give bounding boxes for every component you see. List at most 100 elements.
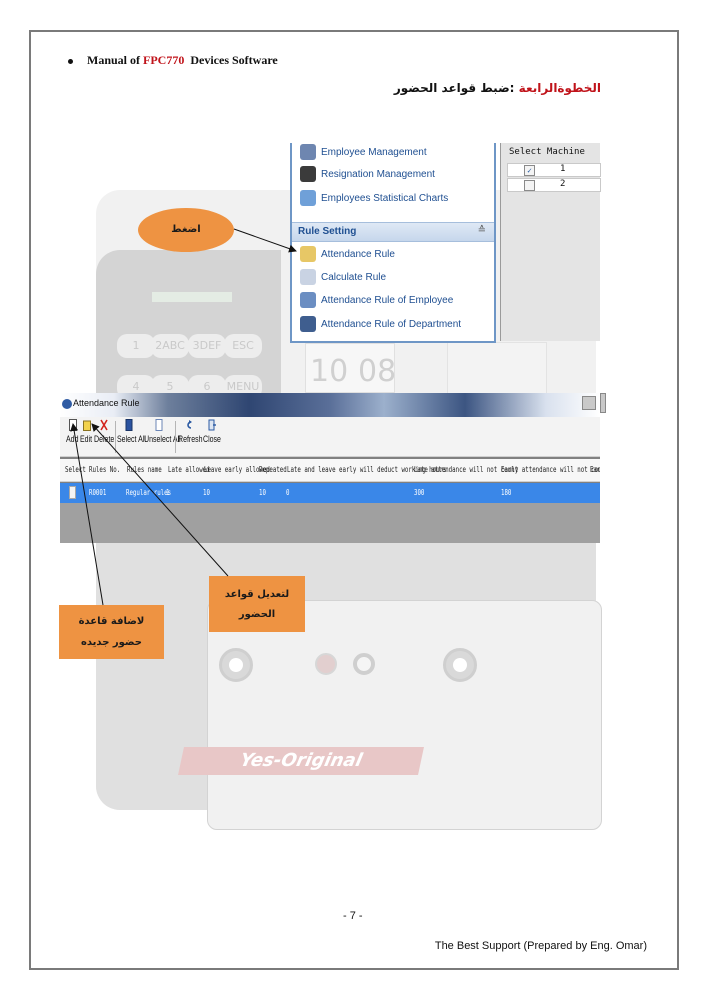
menu-item-calculate-rule[interactable]: Calculate Rule [300, 268, 386, 288]
unselect-all-button[interactable]: Unselect All [144, 419, 181, 455]
device-key: 3DEF [188, 334, 226, 358]
machine-grid: Select Machine ✓ 1 2 [500, 143, 601, 341]
select-all-icon [125, 419, 133, 431]
header-suffix: Devices Software [190, 53, 278, 67]
device-key: 1 [117, 334, 155, 358]
page-number: - 7 - [343, 910, 363, 922]
add-callout-line2: حضور جديده [81, 637, 142, 648]
column-header[interactable]: Rules name [127, 465, 162, 474]
machine-number: 2 [560, 179, 566, 189]
row-checkbox[interactable] [524, 180, 535, 191]
device-sensor-red [315, 653, 337, 675]
column-header[interactable]: Rules No. [89, 465, 121, 474]
step-title: الخطوةالرابعة :ضبط قواعد الحضور [394, 81, 601, 95]
device-screen [152, 292, 232, 302]
repeated-value: 10 [259, 488, 266, 497]
column-header[interactable]: Early attendance will not count [501, 465, 600, 474]
deduct-flag: 0 [286, 488, 290, 497]
header-brand: FPC770 [143, 53, 185, 67]
device-screw-right [443, 648, 477, 682]
calculate-icon [300, 269, 316, 286]
unselect-all-icon [155, 419, 163, 431]
window-titlebar: Attendance Rule [60, 393, 600, 417]
select-all-button[interactable]: Select All [117, 419, 146, 455]
machine-grid-header: Select Machine [509, 147, 585, 157]
menu-item-attendance-rule-employee[interactable]: Attendance Rule of Employee [300, 291, 453, 311]
rule-name: Regular rules [126, 488, 172, 497]
rule-number: R0001 [89, 488, 107, 497]
clock-minutes: 08 [358, 354, 397, 389]
rules-grid-header: Select Rules No. Rules name Late allowed… [60, 459, 600, 482]
manual-header: Manual of FPC770 Devices Software [68, 53, 278, 68]
device-key: ESC [224, 334, 262, 358]
grid-empty-area [60, 503, 600, 543]
rule-setting-section-header[interactable]: Rule Setting ≙ [292, 222, 494, 242]
exit-door-icon [208, 419, 216, 431]
column-header[interactable]: Repeated [259, 465, 287, 474]
device-clock: 10 08 [305, 343, 397, 393]
device-brand-plate: Yes-Original [178, 747, 424, 775]
close-button[interactable]: Close [203, 419, 221, 455]
delete-x-icon [100, 419, 108, 431]
person-icon [300, 166, 316, 183]
bullet-icon [68, 58, 73, 64]
clock-hours: 10 [310, 354, 349, 389]
menu-item-resignation-management[interactable]: Resignation Management [300, 165, 435, 185]
minimize-button[interactable] [582, 396, 596, 410]
edit-button[interactable]: Edit [80, 419, 94, 455]
edit-rules-callout: لتعديل قواعد الحضور [209, 576, 305, 632]
refresh-button[interactable]: Refresh [178, 419, 203, 455]
window-title: Attendance Rule [73, 398, 140, 408]
column-header[interactable]: Late attendance will not count [414, 465, 519, 474]
column-header[interactable]: Select [65, 465, 86, 474]
add-callout-line1: لاضافة قاعدة [78, 616, 145, 627]
menu-item-attendance-rule-department[interactable]: Attendance Rule of Department [300, 315, 461, 335]
late-allowed: 1 [166, 488, 170, 497]
menu-item-attendance-rule[interactable]: Attendance Rule [300, 245, 395, 265]
window-toolbar: Add Edit Delete Select All Unselect All … [60, 417, 600, 457]
monitor-icon [300, 292, 316, 309]
row-checkbox[interactable]: ✓ [524, 165, 535, 176]
device-sensor [353, 653, 375, 675]
chart-icon [300, 190, 316, 207]
column-header[interactable]: Ear [590, 465, 600, 474]
collapse-chevron-icon[interactable]: ≙ [477, 225, 486, 236]
late-not-count: 300 [414, 488, 425, 497]
column-header[interactable]: Leave early allowed [204, 465, 270, 474]
attendance-rule-window: Attendance Rule Add Edit Delete Select A… [60, 393, 600, 543]
menu-item-statistical-charts[interactable]: Employees Statistical Charts [300, 189, 448, 209]
leave-early-allowed: 10 [203, 488, 210, 497]
employees-icon [300, 144, 316, 161]
add-rule-callout: لاضافة قاعدة حضور جديده [59, 605, 164, 659]
press-callout: اضغط [138, 208, 234, 252]
device-screw-left [219, 648, 253, 682]
refresh-icon [187, 420, 192, 429]
delete-button[interactable]: Delete [94, 419, 114, 455]
app-icon [62, 399, 72, 409]
department-icon [300, 316, 316, 333]
new-document-icon [69, 419, 77, 431]
rule-setting-label: Rule Setting [298, 226, 357, 237]
table-row[interactable]: R0001 Regular rules 1 10 10 0 300 180 [60, 483, 600, 503]
step-label: الخطوةالرابعة [518, 81, 601, 95]
edit-icon [83, 420, 91, 431]
early-not-count: 180 [501, 488, 512, 497]
device-slot [447, 342, 547, 394]
attendance-rule-icon [300, 246, 316, 263]
step-text: :ضبط قواعد الحضور [393, 81, 515, 95]
machine-number: 1 [560, 164, 566, 174]
add-button[interactable]: Add [66, 419, 80, 455]
menu-item-employee-management[interactable]: Employee Management [300, 143, 427, 163]
header-prefix: Manual of [87, 53, 144, 67]
row-checkbox[interactable] [69, 486, 76, 499]
machine-row[interactable]: ✓ 1 [507, 163, 601, 177]
edit-callout-line2: الحضور [238, 609, 276, 620]
device-key: 2ABC [151, 334, 189, 358]
navigation-menu-panel: Employee Management Resignation Manageme… [290, 143, 496, 343]
device-front-plate [207, 600, 602, 830]
footer-credit: The Best Support (Prepared by Eng. Omar) [434, 940, 647, 952]
page-border [29, 30, 679, 970]
machine-row[interactable]: 2 [507, 178, 601, 192]
column-header[interactable]: Late and leave early will deduct working… [287, 465, 447, 474]
window-edge-button [600, 393, 606, 413]
